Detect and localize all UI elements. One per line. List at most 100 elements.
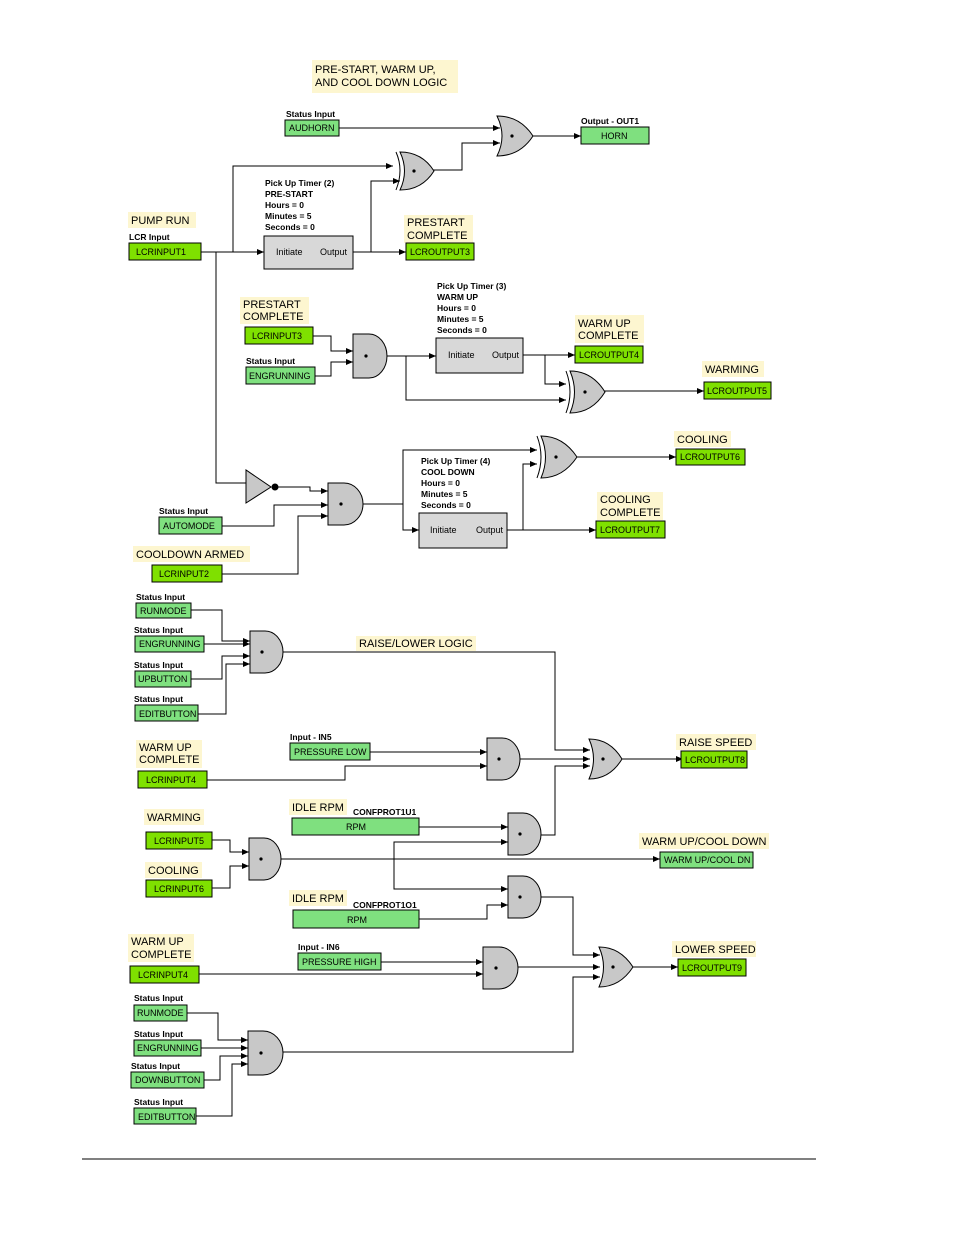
note-idle-rpm-2: IDLE RPM bbox=[289, 890, 347, 906]
timer-name: Pick Up Timer (4) bbox=[421, 456, 490, 466]
wires bbox=[187, 127, 704, 1117]
svg-text:PRESTART: PRESTART bbox=[243, 299, 301, 311]
svg-text:DOWNBUTTON: DOWNBUTTON bbox=[135, 1075, 200, 1085]
svg-text:LCROUTPUT6: LCROUTPUT6 bbox=[680, 452, 740, 462]
timer-minutes: Minutes = 5 bbox=[437, 314, 484, 324]
svg-text:COOLDOWN ARMED: COOLDOWN ARMED bbox=[136, 549, 244, 561]
svg-text:WARMING: WARMING bbox=[705, 364, 759, 376]
and-gate-idle-rpm-2 bbox=[507, 875, 542, 919]
svg-text:Status Input: Status Input bbox=[159, 506, 208, 516]
io-block-lcrinput4-a: LCRINPUT4 bbox=[137, 770, 208, 789]
io-block-lcrinput4-b: LCRINPUT4 bbox=[129, 965, 200, 984]
svg-text:LCRINPUT4: LCRINPUT4 bbox=[138, 970, 188, 980]
io-block-lcroutput9: LCROUTPUT9 bbox=[677, 958, 747, 977]
timer-hours: Hours = 0 bbox=[437, 303, 476, 313]
io-block-pressure-high: PRESSURE HIGH bbox=[297, 952, 382, 971]
svg-text:LOWER SPEED: LOWER SPEED bbox=[675, 944, 756, 956]
xor-gate-cooling bbox=[536, 435, 578, 479]
timer-minutes: Minutes = 5 bbox=[421, 489, 468, 499]
svg-text:LCRINPUT3: LCRINPUT3 bbox=[252, 331, 302, 341]
svg-text:LCRINPUT5: LCRINPUT5 bbox=[154, 836, 204, 846]
or-gate-raise bbox=[588, 738, 623, 780]
arrowheads bbox=[241, 125, 704, 1067]
io-block-audhorn: AUDHORN bbox=[284, 119, 340, 137]
svg-text:LCROUTPUT3: LCROUTPUT3 bbox=[410, 247, 470, 257]
timer-output: Output bbox=[320, 247, 348, 257]
io-block-lcroutput4: LCROUTPUT4 bbox=[574, 345, 644, 364]
svg-text:PRESSURE LOW: PRESSURE LOW bbox=[294, 747, 367, 757]
io-block-engrunning-2: ENGRUNNING bbox=[134, 635, 205, 653]
io-block-automode: AUTOMODE bbox=[158, 516, 223, 535]
svg-text:LCRINPUT6: LCRINPUT6 bbox=[154, 884, 204, 894]
timer-output: Output bbox=[476, 525, 504, 535]
timer-prestart: Pick Up Timer (2) PRE-START Hours = 0 Mi… bbox=[263, 178, 354, 270]
io-block-lcrinput5: LCRINPUT5 bbox=[145, 831, 213, 850]
svg-text:WARM UP/COOL DN: WARM UP/COOL DN bbox=[664, 855, 750, 865]
timer-warm-up: Pick Up Timer (3) WARM UP Hours = 0 Minu… bbox=[435, 281, 524, 374]
and-gate-lower-inputs bbox=[247, 1030, 284, 1076]
note-warming-out: WARMING bbox=[702, 361, 764, 377]
timer-cool-down: Pick Up Timer (4) COOL DOWN Hours = 0 Mi… bbox=[418, 456, 508, 549]
io-block-lcrinput2: LCRINPUT2 bbox=[151, 564, 223, 583]
timer-hours: Hours = 0 bbox=[265, 200, 304, 210]
or-gate-lower bbox=[598, 946, 634, 988]
svg-text:HORN: HORN bbox=[601, 131, 628, 141]
svg-text:COMPLETE: COMPLETE bbox=[139, 754, 200, 766]
io-block-engrunning-1: ENGRUNNING bbox=[245, 366, 316, 385]
svg-text:PRESTART: PRESTART bbox=[407, 217, 465, 229]
title-note: PRE-START, WARM UP, AND COOL DOWN LOGIC bbox=[312, 60, 458, 93]
note-prestart-complete-in: PRESTART COMPLETE bbox=[240, 297, 309, 324]
note-warm-up-cool-down: WARM UP/COOL DOWN bbox=[639, 833, 769, 849]
timer-output: Output bbox=[492, 350, 520, 360]
io-block-lcrinput6: LCRINPUT6 bbox=[145, 879, 213, 898]
and-gate-pressure-low bbox=[486, 737, 521, 781]
timer-minutes: Minutes = 5 bbox=[265, 211, 312, 221]
io-block-lcroutput5: LCROUTPUT5 bbox=[703, 381, 772, 400]
note-raise-speed: RAISE SPEED bbox=[676, 734, 756, 750]
note-prestart-complete-out: PRESTART COMPLETE bbox=[404, 215, 473, 243]
gates bbox=[245, 115, 634, 1076]
svg-text:CONFPROT1U1: CONFPROT1U1 bbox=[353, 807, 417, 817]
svg-text:RPM: RPM bbox=[347, 915, 367, 925]
note-cooling-in: COOLING bbox=[145, 862, 202, 878]
svg-text:LCRINPUT4: LCRINPUT4 bbox=[146, 775, 196, 785]
and-gate-raise-inputs bbox=[249, 630, 284, 674]
svg-text:LCROUTPUT7: LCROUTPUT7 bbox=[600, 525, 660, 535]
svg-text:WARMING: WARMING bbox=[147, 812, 201, 824]
svg-text:UPBUTTON: UPBUTTON bbox=[138, 674, 187, 684]
not-gate bbox=[245, 469, 279, 504]
timer-hours: Hours = 0 bbox=[421, 478, 460, 488]
svg-text:COMPLETE: COMPLETE bbox=[578, 330, 639, 342]
io-block-downbutton: DOWNBUTTON bbox=[130, 1071, 205, 1089]
io-block-runmode-1: RUNMODE bbox=[135, 602, 192, 619]
svg-text:RUNMODE: RUNMODE bbox=[140, 606, 187, 616]
svg-text:Status Input: Status Input bbox=[286, 109, 335, 119]
timer-name: Pick Up Timer (3) bbox=[437, 281, 506, 291]
svg-text:Status Input: Status Input bbox=[134, 993, 183, 1003]
svg-text:Status Input: Status Input bbox=[134, 1029, 183, 1039]
io-block-horn: HORN bbox=[580, 126, 650, 145]
io-block-lcrinput3: LCRINPUT3 bbox=[244, 326, 314, 345]
note-cooldown-armed: COOLDOWN ARMED bbox=[133, 546, 250, 562]
svg-text:Output - OUT1: Output - OUT1 bbox=[581, 116, 639, 126]
and-gate-pressure-high bbox=[482, 946, 519, 990]
io-block-engrunning-3: ENGRUNNING bbox=[133, 1039, 202, 1057]
svg-text:LCROUTPUT5: LCROUTPUT5 bbox=[707, 386, 767, 396]
svg-text:WARM UP: WARM UP bbox=[139, 742, 192, 754]
note-raise-lower-logic: RAISE/LOWER LOGIC bbox=[356, 636, 476, 651]
svg-text:Input - IN5: Input - IN5 bbox=[290, 732, 332, 742]
io-block-lcroutput3: LCROUTPUT3 bbox=[405, 242, 475, 261]
svg-text:ENGRUNNING: ENGRUNNING bbox=[249, 371, 311, 381]
svg-text:WARM UP: WARM UP bbox=[578, 318, 631, 330]
io-block-warmup-cool-dn: WARM UP/COOL DN bbox=[659, 851, 754, 869]
io-block-lcroutput7: LCROUTPUT7 bbox=[595, 520, 666, 539]
xor-gate-warming bbox=[565, 370, 606, 414]
and-gate-idle-rpm-1 bbox=[507, 812, 542, 856]
timer-seconds: Seconds = 0 bbox=[265, 222, 315, 232]
svg-text:COMPLETE: COMPLETE bbox=[243, 311, 304, 323]
svg-text:COOLING: COOLING bbox=[600, 494, 651, 506]
svg-text:PRESSURE HIGH: PRESSURE HIGH bbox=[302, 957, 377, 967]
timer-label: PRE-START bbox=[265, 189, 314, 199]
io-block-lcroutput6: LCROUTPUT6 bbox=[675, 448, 746, 466]
